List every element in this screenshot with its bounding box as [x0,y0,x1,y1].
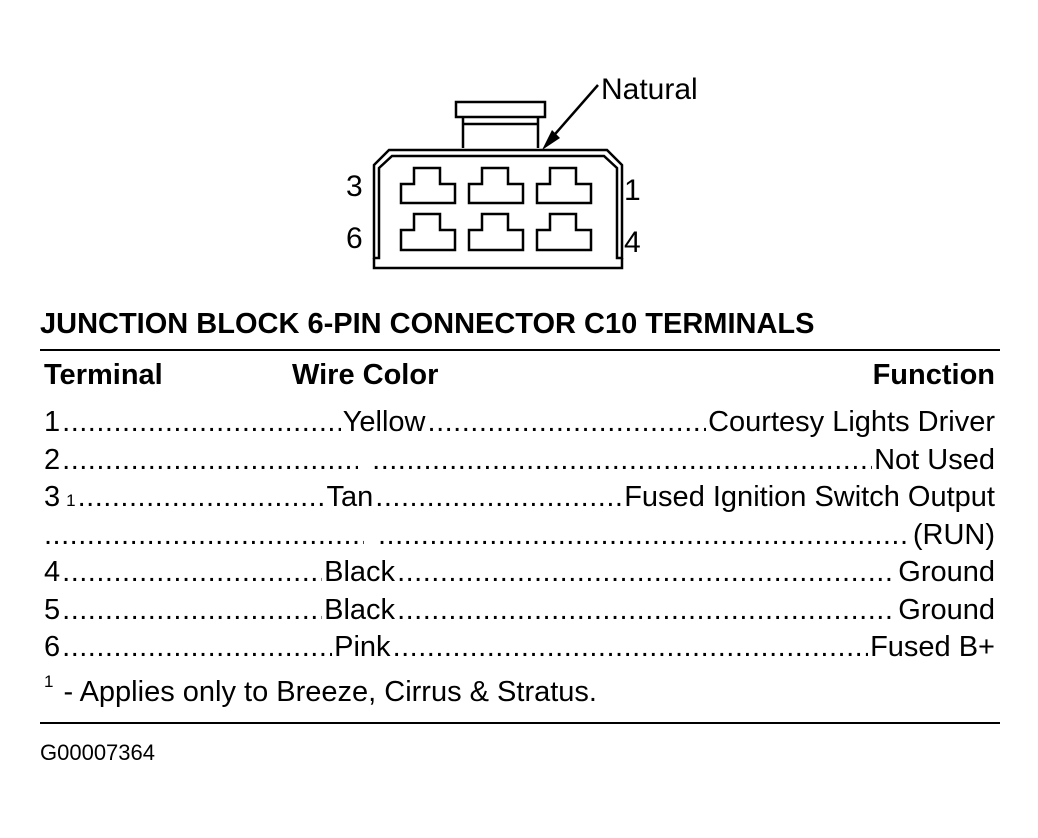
terminal-function: Fused Ignition Switch Output [624,481,995,513]
terminal-function: Not Used [874,443,995,476]
connector-latch-body [461,117,540,148]
terminal-number: 2 [44,443,61,476]
wire-color: Yellow [342,406,426,438]
footnote-text: - Applies only to Breeze, Cirrus & Strat… [63,676,597,708]
connector-latch [454,100,547,119]
terminal-function: Ground [898,593,995,626]
wire-color: Black [324,593,396,626]
dot-leader [62,554,322,592]
table-row: 4 Black Ground [44,554,995,592]
wire-color: Tan [326,481,374,513]
connector-base [372,258,624,270]
table-row: 31 Tan Fused Ignition Switch Output [44,479,995,517]
terminal-number: 4 [44,556,61,588]
callout-label: Natural [601,73,698,106]
terminal-number: 5 [44,593,61,626]
pin-label-bottom-right: 4 [624,226,641,259]
terminal-number: 6 [44,631,61,663]
dot-leader [375,479,622,517]
footnote-marker: 1 [44,672,54,691]
table-row: 5 Black Ground [44,592,995,630]
dot-leader [397,592,896,630]
dot-leader [62,592,322,630]
dot-leader [62,629,332,667]
title-divider [40,349,1000,351]
dot-leader [378,517,911,555]
terminal-function: Courtesy Lights Driver [708,406,995,438]
table-row: (RUN) [44,517,995,555]
callout-arrow-head [542,130,560,150]
terminal-table: 1 Yellow Courtesy Lights Driver 2 Not Us… [44,404,995,667]
wire-color: Black [324,556,396,588]
dot-leader [62,442,358,480]
table-row: 2 Not Used [44,442,995,480]
table-title: JUNCTION BLOCK 6-PIN CONNECTOR C10 TERMI… [40,308,815,340]
table-header: Terminal Wire Color Function [44,359,995,399]
header-wire-color: Wire Color [292,359,439,391]
pin-label-top-left: 3 [346,170,363,203]
dot-leader [372,442,872,480]
cavity-5 [467,212,525,252]
cavity-1 [535,166,593,205]
terminal-number: 1 [44,406,61,438]
dot-leader [393,629,869,667]
pin-label-top-right: 1 [624,174,641,207]
connector-diagram: Natural 3 1 6 4 [346,73,698,270]
dot-leader [428,404,707,442]
table-row: 6 Pink Fused B+ [44,629,995,667]
footnote: 1 - Applies only to Breeze, Cirrus & Stra… [44,673,597,709]
terminal-function: (RUN) [912,518,995,551]
terminal-function: Fused B+ [870,631,995,663]
dot-leader [44,517,364,555]
wire-color: Pink [334,631,391,663]
dot-leader [62,404,341,442]
dot-leader [397,554,896,592]
connector-housing [372,148,624,260]
terminal-number: 3 [44,481,61,513]
cavity-2 [467,166,525,205]
cavity-3 [399,166,457,205]
cavity-4 [535,212,593,252]
callout-arrow-line [548,84,599,142]
dot-leader [78,479,325,517]
header-function: Function [872,359,995,391]
figure-id: G00007364 [40,740,155,765]
header-terminal: Terminal [44,359,163,391]
bottom-divider [40,722,1000,724]
cavity-6 [399,212,457,252]
pin-label-bottom-left: 6 [346,222,363,255]
table-row: 1 Yellow Courtesy Lights Driver [44,404,995,442]
terminal-function: Ground [898,556,995,588]
